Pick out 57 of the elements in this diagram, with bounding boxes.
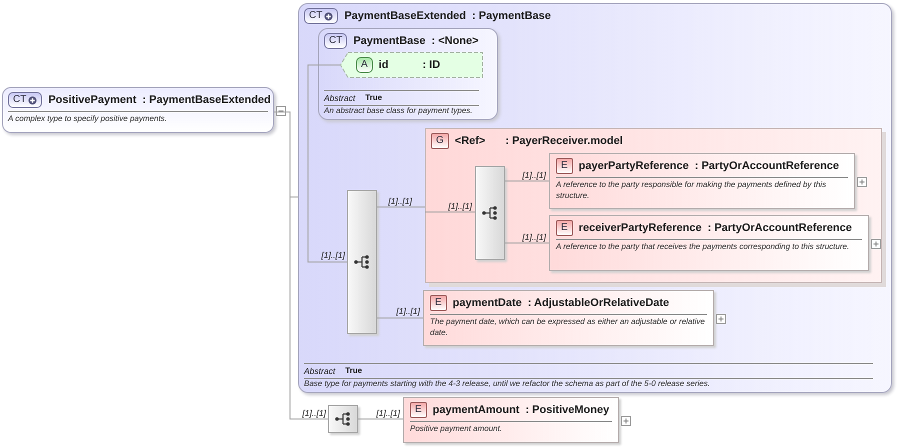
connector-line [308, 64, 348, 262]
property-value: True [345, 366, 362, 375]
badge-label: A [361, 58, 368, 72]
description: A reference to the party responsible for making the payments defined by this structure. [556, 180, 828, 201]
complex-type-box [298, 3, 892, 393]
connector-line [376, 206, 426, 208]
type-name: PaymentBaseExtended [344, 10, 466, 22]
base-type: : PaymentBase [472, 10, 551, 22]
property-name: Abstract [304, 366, 336, 376]
badge-label: E [561, 159, 568, 173]
edge-label: [1]..[1] [522, 170, 546, 180]
connector-line [358, 418, 404, 420]
type-name: paymentDate [452, 297, 522, 309]
base-type: : PaymentBaseExtended [142, 94, 271, 106]
edge-label: [1]..[1] [388, 196, 412, 206]
edge-label: [1]..[1] [396, 306, 420, 316]
base-type: : AdjustableOrRelativeDate [528, 297, 670, 309]
edge-label: [1]..[1] [302, 408, 326, 418]
property-name: Abstract [324, 92, 356, 102]
connector-line [504, 180, 550, 182]
description: An abstract base class for payment types. [324, 106, 474, 116]
badge-label: G [436, 134, 444, 148]
description: Positive payment amount. [410, 424, 504, 434]
complex-type-box [318, 28, 498, 120]
base-type: : <None> [432, 35, 479, 47]
sequence-compositor [475, 166, 505, 260]
type-name: payerPartyReference [578, 160, 689, 172]
type-name: <Ref> [454, 135, 486, 147]
type-name: receiverPartyReference [578, 222, 702, 234]
badge-label: E [415, 403, 422, 417]
description: A reference to the party that receives the payments corresponding to this structure. [556, 242, 850, 252]
badge-label: CT [309, 9, 322, 23]
sequence-compositor [347, 190, 377, 334]
badge-label: CT [329, 34, 342, 48]
type-name: PaymentBase [353, 35, 426, 47]
description: The payment date, which can be expressed as either an adjustable or relative date. [430, 317, 706, 338]
badge-label: E [561, 221, 568, 235]
base-type: : PartyOrAccountReference [708, 222, 852, 234]
base-type: : ID [422, 59, 440, 71]
attribute-box [340, 52, 483, 78]
badge-label: E [435, 296, 442, 310]
base-type: : PositiveMoney [525, 404, 610, 416]
base-type: : PayerReceiver.model [505, 135, 623, 147]
type-name: id [378, 59, 388, 71]
edge-label: [1]..[1] [448, 201, 472, 211]
edge-label: [1]..[1] [376, 408, 400, 418]
badge-label: CT [13, 93, 26, 107]
connector-line [504, 242, 550, 244]
description: Base type for payments starting with the 4-3 release, until we refactor the schema as part of the 5-0 release series. [304, 378, 711, 389]
property-value: True [365, 93, 382, 102]
base-type: : PartyOrAccountReference [694, 160, 840, 172]
type-name: PositivePayment [48, 94, 136, 106]
description: A complex type to specify positive payments. [8, 114, 168, 124]
edge-label: [1]..[1] [522, 232, 546, 242]
edge-label: [1]..[1] [321, 250, 345, 260]
type-name: paymentAmount [432, 404, 520, 416]
sequence-compositor [328, 405, 358, 433]
